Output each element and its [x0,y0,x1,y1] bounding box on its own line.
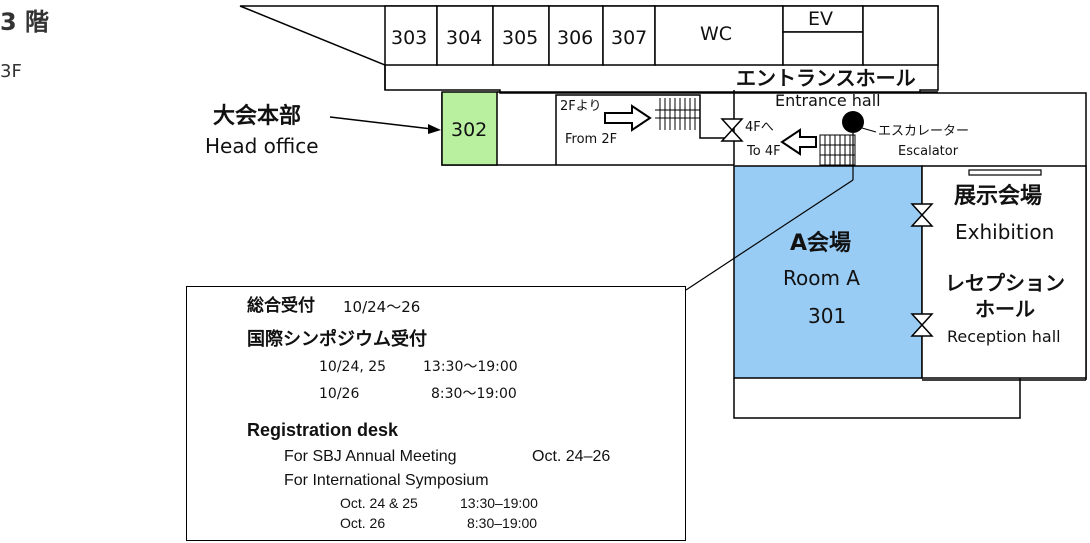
escalator-en: Escalator [898,144,959,159]
symp-row2-time: 8:30～19:00 [431,386,517,402]
escalator-steps [819,134,856,166]
from-2f-jp: 2Fより [560,99,602,114]
symposium-reg-jp: 国際シンポジウム受付 [247,329,427,350]
room-ev-label: EV [808,8,834,30]
exhibition-jp: 展示会場 [954,184,1043,209]
to-4f-en: To 4F [747,144,781,159]
room-306-label: 306 [557,27,594,49]
reception-jp-line1: レセプション [945,271,1065,295]
symp-row1-date: 10/24, 25 [319,359,387,375]
head-office-en: Head office [205,134,319,158]
intl-row2-time: 8:30–19:00 [467,515,538,531]
to-4f-jp: 4Fへ [745,120,774,135]
room-wc-label: WC [700,23,733,45]
intl-row1-time: 13:30–19:00 [460,495,538,511]
floor-label-en: 3F [0,61,22,82]
arrow-from-2f [604,104,652,132]
exhibition-area[interactable] [921,165,1087,379]
intl-label: For International Symposium [284,472,489,489]
head-office-arrow [329,116,433,130]
room-304[interactable] [436,5,494,66]
room-307-label: 307 [611,27,648,49]
sbj-dates: Oct. 24–26 [532,448,611,465]
reception-jp-line2: ホール [975,297,1035,321]
registration-info-box: 総合受付 10/24～26 国際シンポジウム受付 10/24, 25 13:30… [186,286,686,541]
sbj-label: For SBJ Annual Meeting [284,448,457,465]
room-305-label: 305 [502,27,539,49]
registration-title-en: Registration desk [247,420,399,440]
room-ev[interactable] [782,5,864,33]
stairs-from-2f [655,98,700,130]
entrance-hall-jp: エントランスホール [736,66,916,90]
symp-row2-date: 10/26 [319,386,360,402]
room-a[interactable] [733,165,923,379]
room-302[interactable] [441,91,498,166]
general-reg-jp: 総合受付 [247,296,315,316]
symp-row1-time: 13:30～19:00 [423,359,518,375]
arrow-to-4f [780,128,817,156]
entrance-hall-en: Entrance hall [775,91,881,110]
callout-leader-line [685,179,854,291]
room-303[interactable] [384,5,438,66]
room-305[interactable] [492,5,550,66]
reception-en: Reception hall [947,327,1061,346]
stair-block [555,94,740,165]
ev-shaft [782,31,864,66]
corner-room [862,5,939,66]
escalator-jp: エスカレーター [878,124,970,139]
general-reg-dates: 10/24～26 [343,298,421,316]
exhibition-sign [968,169,1042,176]
room-302-label: 302 [451,119,488,141]
intl-row2-date: Oct. 26 [340,515,386,531]
room-303-label: 303 [391,27,428,49]
exhibition-en: Exhibition [955,220,1055,244]
room-304-label: 304 [446,27,483,49]
lower-wing [733,378,1021,419]
room-a-jp: A会場 [790,231,852,256]
room-a-number: 301 [808,304,847,328]
intl-row1-date: Oct. 24 & 25 [340,495,418,511]
head-office-jp: 大会本部 [213,104,302,129]
room-a-en: Room A [783,266,860,290]
door-icon [720,118,934,337]
from-2f-en: From 2F [565,132,618,147]
floor-label-jp: 3 階 [0,8,50,36]
you-are-here-marker [842,111,864,133]
